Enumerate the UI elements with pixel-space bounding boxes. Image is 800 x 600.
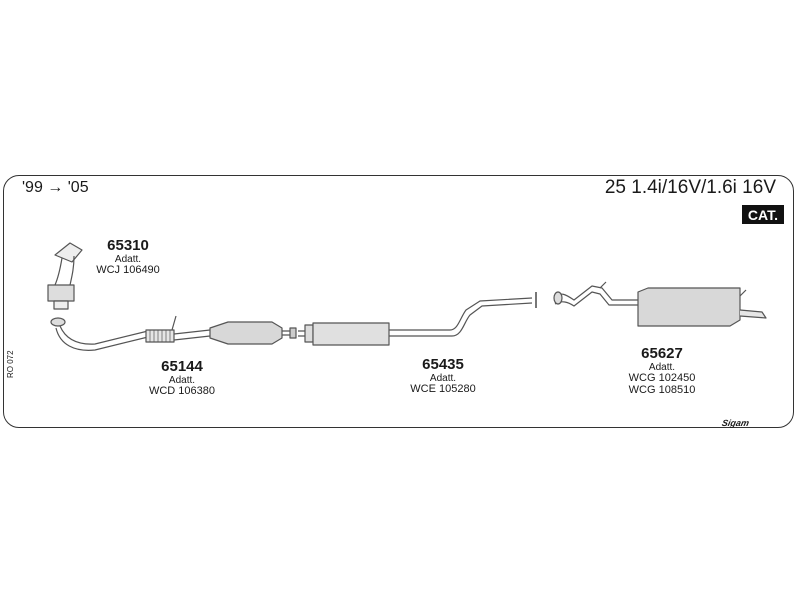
diagram-frame	[3, 175, 794, 428]
front-pipe-drawing	[55, 315, 297, 351]
part-reference: WCE 105280	[410, 383, 476, 396]
part-reference: WCJ 106490	[96, 264, 160, 277]
part-reference: WCD 106380	[148, 385, 216, 398]
part-adapter-label: Adatt.	[648, 361, 676, 373]
part-code: 65435	[422, 356, 464, 373]
part-reference: WCG 102450	[628, 372, 696, 385]
year-range: '99 → '05	[22, 179, 89, 196]
cat-badge: CAT.	[741, 205, 784, 224]
middle-section-drawing	[298, 292, 537, 346]
manifold-part-drawing	[47, 242, 83, 327]
vehicle-model: 25 1.4i/16V/1.6i 16V	[604, 177, 776, 198]
part-code: 65627	[641, 345, 683, 362]
part-label-65310: 65310 Adatt. WCJ 106490	[86, 238, 170, 277]
part-reference: WCG 108510	[628, 383, 696, 396]
part-adapter-label: Adatt.	[114, 253, 142, 265]
part-code: 65144	[161, 358, 203, 375]
part-adapter-label: Adatt.	[168, 374, 196, 386]
rear-silencer-drawing	[553, 281, 767, 327]
part-label-65144: 65144 Adatt. WCD 106380	[140, 359, 224, 398]
part-adapter-label: Adatt.	[429, 372, 457, 384]
part-label-65627: 65627 Adatt. WCG 102450 WCG 108510	[620, 346, 704, 396]
part-code: 65310	[107, 237, 149, 254]
brand-logo: Sigam	[720, 418, 751, 428]
sheet-code: RO 072	[6, 350, 15, 378]
part-label-65435: 65435 Adatt. WCE 105280	[401, 357, 485, 396]
